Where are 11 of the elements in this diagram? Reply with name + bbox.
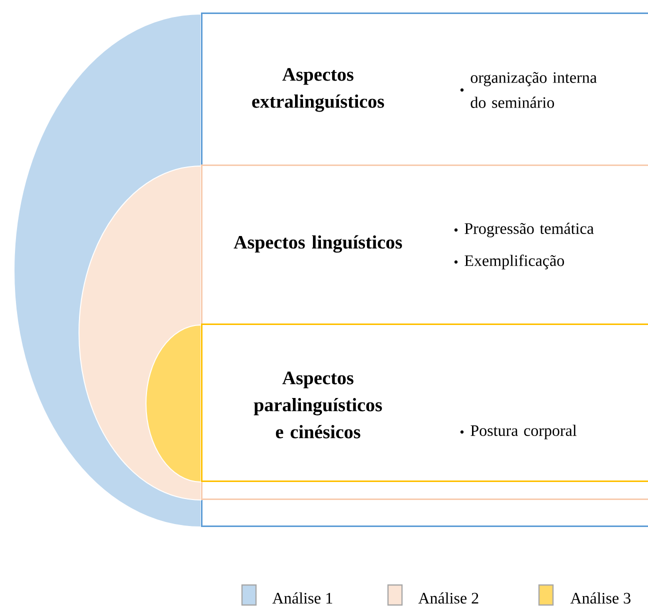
heading: Aspectos extralinguísticos: [252, 68, 384, 112]
legend-label: Análise 2: [418, 592, 478, 604]
legend-label: Análise 3: [570, 592, 630, 604]
bullet-item: Progressão temática: [454, 222, 594, 238]
legend-label: Análise 1: [272, 592, 332, 604]
bullet-item: organização interna do seminário: [460, 72, 597, 108]
band: [146, 324, 648, 482]
bullet-item: Postura corporal: [460, 424, 577, 440]
heading: Aspectos linguísticos: [234, 235, 402, 253]
heading: Aspectos paralinguísticos e cinésicos: [254, 372, 382, 438]
bullet-item: Exemplificação: [454, 254, 564, 270]
